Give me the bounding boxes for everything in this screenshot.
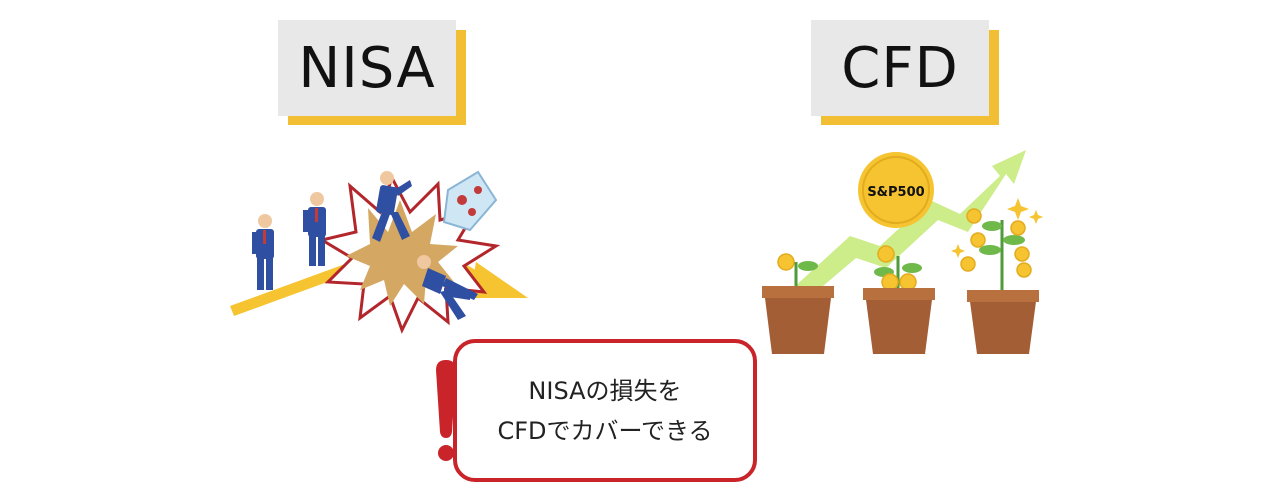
plant-pot-1 xyxy=(762,253,834,354)
coin-label: S&P500 xyxy=(867,185,924,200)
businessman-figure-4-falling xyxy=(417,255,478,320)
callout-line-1: NISAの損失を xyxy=(528,376,682,405)
sp500-coin: S&P500 xyxy=(858,152,934,228)
businessman-figure-2 xyxy=(303,192,326,266)
plant-pot-2 xyxy=(863,245,935,354)
businessman-figure-3 xyxy=(372,171,412,242)
callout-line-2: CFDでカバーできる xyxy=(497,416,713,445)
broken-panel xyxy=(442,170,498,232)
cfd-label: CFD xyxy=(811,20,989,116)
callout-box: NISAの損失を CFDでカバーできる xyxy=(453,339,757,482)
exclamation-icon xyxy=(436,360,456,461)
explosion-burst xyxy=(318,174,501,334)
nisa-label: NISA xyxy=(278,20,456,116)
green-trend-arrow xyxy=(780,150,1026,314)
businessman-figure-1 xyxy=(252,214,274,290)
cfd-label-card: CFD xyxy=(811,20,1001,127)
cfd-growth-illustration: S&P500 xyxy=(762,150,1043,354)
plant-pot-3 xyxy=(960,208,1039,354)
nisa-crash-illustration xyxy=(230,170,528,334)
sparkle-icons xyxy=(951,198,1043,258)
nisa-label-card: NISA xyxy=(278,20,468,127)
